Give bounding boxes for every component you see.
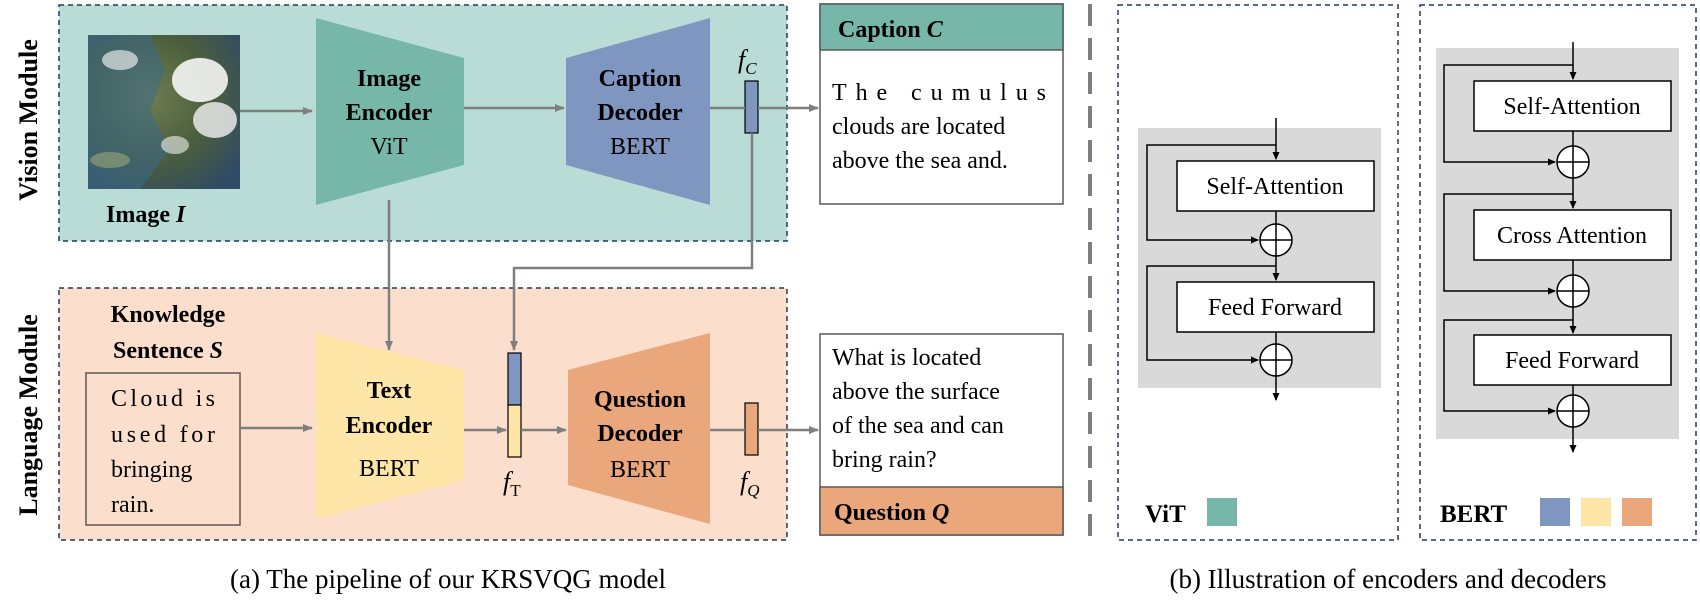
bert-feed-forward-label: Feed Forward	[1505, 348, 1639, 374]
svg-text:Image I: Image I	[106, 202, 187, 228]
question-decoder-block	[568, 333, 710, 524]
question-text-line-3: of the sea and can	[832, 413, 1004, 439]
vit-add-icon-2	[1259, 343, 1293, 377]
vit-feed-forward-box	[1176, 281, 1375, 333]
bert-self-attention-box	[1473, 80, 1672, 132]
caption-decoder-label-1: Caption	[599, 66, 682, 92]
figure-caption-b: (b) Illustration of encoders and decoder…	[1169, 564, 1606, 594]
knowledge-line-2: used for	[111, 422, 215, 448]
knowledge-box	[85, 372, 241, 526]
ft-feature-top	[507, 352, 522, 406]
svg-text:fC: fC	[738, 45, 757, 78]
caption-header: Caption C	[838, 17, 944, 43]
arrow-fc-to-ft	[510, 133, 754, 351]
bert-legend-swatch-blue	[1540, 498, 1570, 526]
fc-feature-bar	[744, 80, 759, 134]
question-decoder-label-2: Decoder	[597, 421, 683, 447]
svg-text:Sentence S: Sentence S	[113, 338, 223, 364]
fq-feature-bar	[744, 402, 759, 456]
image-encoder-label-1: Image	[357, 66, 421, 92]
vit-feed-forward-label: Feed Forward	[1208, 295, 1342, 321]
bert-feed-forward-box	[1473, 334, 1672, 386]
caption-text-line-2: clouds are located	[832, 114, 1005, 140]
vit-residual-1	[1146, 144, 1276, 244]
language-module-label: Language Module	[14, 314, 43, 516]
vit-legend-label: ViT	[1145, 501, 1186, 528]
vit-self-attention-label: Self-Attention	[1206, 174, 1343, 200]
vit-self-attention-box	[1176, 160, 1375, 212]
caption-decoder-label-2: Decoder	[597, 100, 683, 126]
figure-caption-a: (a) The pipeline of our KRSVQG model	[230, 564, 666, 594]
knowledge-line-4: rain.	[111, 492, 154, 518]
bert-legend-swatch-orange	[1622, 498, 1652, 526]
svg-text:Caption C: Caption C	[838, 17, 944, 43]
question-footer: Question Q	[834, 500, 949, 526]
caption-decoder-sub: BERT	[610, 134, 670, 160]
vit-add-icon-1	[1259, 223, 1293, 257]
satellite-image	[88, 35, 240, 189]
text-encoder-sub: BERT	[359, 456, 419, 482]
question-text-line-4: bring rain?	[832, 447, 937, 473]
image-encoder-label-2: Encoder	[346, 100, 433, 126]
image-encoder-block	[316, 18, 464, 205]
question-text-line-2: above the surface	[832, 379, 1000, 405]
text-encoder-label-1: Text	[367, 378, 411, 404]
bert-cross-attention-box	[1473, 209, 1672, 261]
knowledge-line-1: Cloud is	[111, 386, 215, 412]
knowledge-line-3: bringing	[111, 457, 192, 483]
bert-add-icon-1	[1556, 145, 1590, 179]
bert-cross-attention-label: Cross Attention	[1497, 223, 1647, 249]
fq-label: fQ	[740, 467, 760, 500]
vision-module-label: Vision Module	[14, 39, 43, 201]
ft-label: fT	[503, 467, 521, 500]
vit-legend-swatch	[1207, 498, 1237, 526]
question-text-line-1: What is located	[832, 345, 981, 371]
image-encoder-sub: ViT	[370, 134, 408, 160]
svg-text:Question Q: Question Q	[834, 500, 949, 526]
image-label: Image I	[106, 202, 187, 228]
vit-residual-2	[1146, 265, 1276, 364]
bert-residual-2	[1443, 193, 1573, 295]
question-decoder-label-1: Question	[594, 387, 686, 413]
caption-decoder-block	[566, 18, 710, 205]
fc-label: fC	[738, 45, 757, 78]
knowledge-label-2: Sentence S	[113, 338, 223, 364]
caption-header-bg	[819, 3, 1064, 51]
bert-residual-3	[1443, 319, 1573, 415]
question-footer-bg	[819, 486, 1064, 536]
ft-feature-bottom	[507, 404, 522, 458]
caption-text-line-3: above the sea and.	[832, 148, 1008, 174]
text-encoder-block	[316, 333, 464, 519]
svg-text:fT: fT	[503, 467, 521, 500]
bert-legend-label: BERT	[1440, 501, 1508, 528]
bert-residual-1	[1443, 64, 1573, 166]
svg-text:fQ: fQ	[740, 467, 760, 500]
bert-self-attention-label: Self-Attention	[1503, 94, 1640, 120]
bert-add-icon-3	[1556, 394, 1590, 428]
knowledge-label-1: Knowledge	[111, 302, 226, 328]
bert-legend-swatch-yellow	[1581, 498, 1611, 526]
question-decoder-sub: BERT	[610, 457, 670, 483]
bert-add-icon-2	[1556, 274, 1590, 308]
text-encoder-label-2: Encoder	[346, 413, 433, 439]
